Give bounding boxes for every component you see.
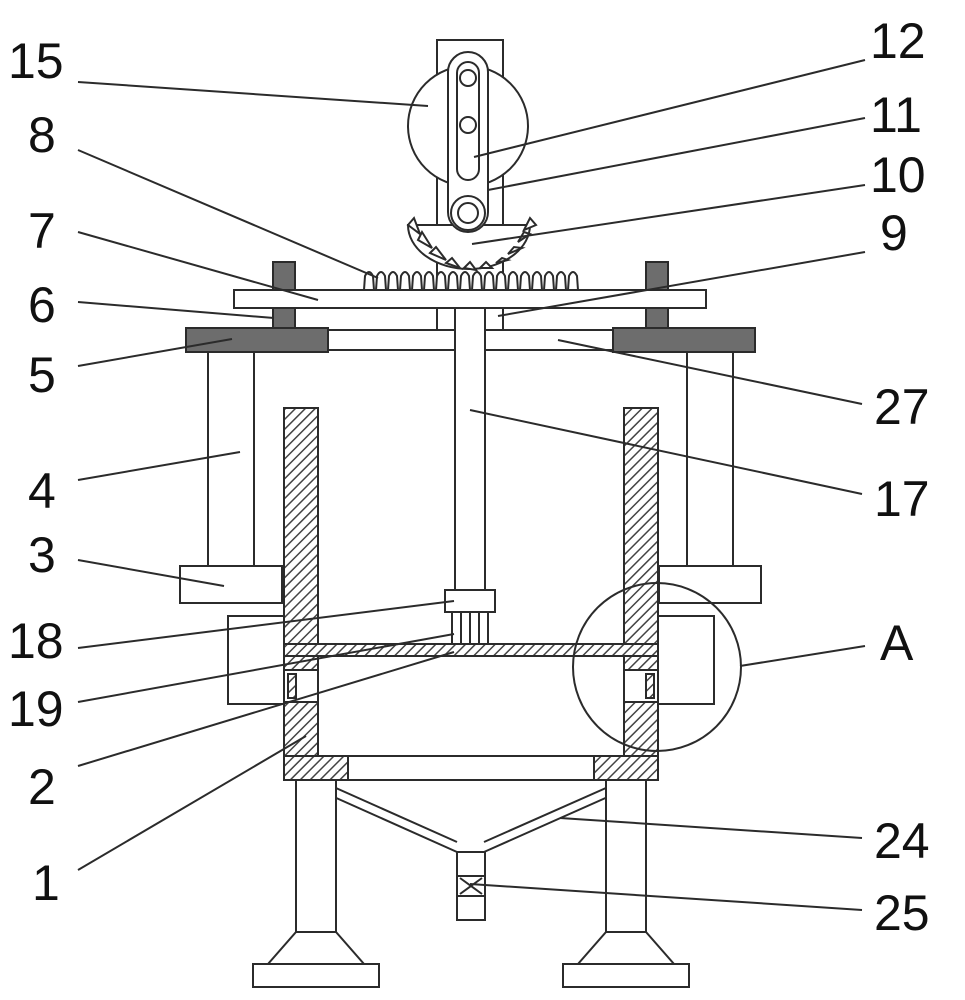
rack-tooth [506, 271, 520, 291]
label-19: 19 [8, 681, 64, 737]
foot-flare-left [265, 931, 367, 965]
tank-bottom-left [283, 755, 349, 781]
bracket-left [179, 565, 283, 604]
valve [457, 875, 485, 897]
tank-bottom-outlet [347, 755, 595, 781]
label-2: 2 [28, 759, 56, 815]
bolt-left-upper [272, 261, 296, 291]
side-box-left [227, 615, 285, 705]
foot-base-left [252, 963, 380, 988]
rack-tooth [422, 271, 436, 291]
rack-tooth [458, 271, 472, 291]
rack-tooth [542, 271, 556, 291]
rack-tooth [374, 271, 388, 291]
rack-tooth [434, 271, 448, 291]
foot-flare-right [575, 931, 677, 965]
rack-tooth [470, 271, 484, 291]
rack-tooth [398, 271, 412, 291]
hopper [295, 779, 647, 853]
rack-tooth [386, 271, 400, 291]
rack-tooth [410, 271, 424, 291]
rack-tooth [566, 271, 580, 291]
label-15: 15 [8, 33, 64, 89]
side-box-right [657, 615, 715, 705]
leg-right [605, 779, 647, 933]
sector-gear [406, 216, 538, 272]
label-3: 3 [28, 527, 56, 583]
rack-tooth [554, 271, 568, 291]
label-24: 24 [874, 813, 930, 869]
label-5: 5 [28, 347, 56, 403]
slot-pin-top [459, 69, 477, 87]
rack-tooth [530, 271, 544, 291]
rack-tooth [446, 271, 460, 291]
rack-tooth [494, 271, 508, 291]
label-27: 27 [874, 379, 930, 435]
foot-base-right [562, 963, 690, 988]
pivot-inner [457, 202, 479, 224]
rack-tooth [482, 271, 496, 291]
label-11: 11 [870, 87, 922, 143]
slider-left [287, 673, 297, 699]
support-plate-left [185, 327, 329, 353]
label-10: 10 [870, 147, 926, 203]
label-8: 8 [28, 107, 56, 163]
tank-bottom-right [593, 755, 659, 781]
brush-bristles [451, 612, 489, 644]
bolt-right-lower [645, 307, 669, 329]
bolt-right-upper [645, 261, 669, 291]
tank-wall-left-upper [283, 407, 319, 645]
vertical-shaft [454, 307, 486, 591]
label-9: 9 [880, 205, 908, 261]
slot-right-top [623, 655, 659, 671]
label-12: 12 [870, 13, 926, 69]
label-4: 4 [28, 463, 56, 519]
column-left [207, 351, 255, 567]
detail-circle-a [572, 582, 742, 752]
support-plate-right [612, 327, 756, 353]
label-1: 1 [32, 855, 60, 911]
leg-left [295, 779, 337, 933]
slider-right [645, 673, 655, 699]
bolt-left-lower [272, 307, 296, 329]
label-17: 17 [874, 471, 930, 527]
label-25: 25 [874, 885, 930, 941]
label-6: 6 [28, 277, 56, 333]
rack-tooth [518, 271, 532, 291]
label-18: 18 [8, 613, 64, 669]
leader-lines [77, 59, 866, 911]
slot-pin-middle [459, 116, 477, 134]
label-7: 7 [28, 203, 56, 259]
label-a: A [880, 615, 914, 671]
rack-teeth [362, 271, 580, 291]
